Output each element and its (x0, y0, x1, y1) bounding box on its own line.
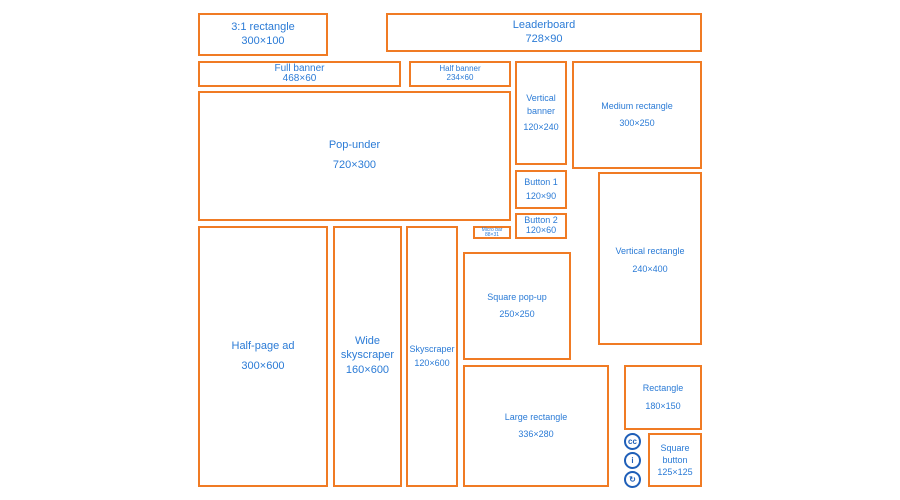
attribution-icon: i (624, 452, 641, 469)
ad-size: 720×300 (332, 159, 377, 171)
ad-skyscraper: Skyscraper 120×600 (406, 226, 458, 487)
ad-size: 240×400 (632, 263, 668, 274)
ad-square-pop-up: Square pop-up 250×250 (463, 252, 571, 360)
ad-button-1: Button 1 120×90 (515, 170, 567, 209)
ad-name: Micro bar (481, 226, 503, 233)
cc-icon: cc (624, 433, 641, 450)
ad-size: 120×90 (525, 190, 557, 201)
ad-button-2: Button 2 120×60 (515, 213, 567, 239)
ad-name: 3:1 rectangle (231, 20, 295, 33)
ad-name: Square pop-up (487, 291, 547, 302)
ad-size: 88×31 (484, 231, 500, 238)
ad-size: 336×280 (518, 429, 554, 439)
cc-label: cc (628, 437, 637, 446)
ad-square-button: Square button 125×125 (648, 433, 702, 487)
ad-name: Half banner (439, 64, 481, 74)
ad-half-banner: Half banner 234×60 (409, 61, 511, 87)
ad-name: Pop-under (328, 139, 381, 152)
ad-size: 160×600 (345, 364, 390, 377)
ad-pop-under: Pop-under 720×300 (198, 91, 511, 221)
ad-full-banner: Full banner 468×60 (198, 61, 401, 87)
ad-name: Full banner (274, 62, 325, 74)
ad-name: Button 2 (524, 215, 558, 226)
attribution-label: i (631, 456, 634, 465)
ad-name: Button 1 (524, 177, 558, 188)
ad-name: Skyscraper (409, 344, 455, 355)
ad-name: Leaderboard (512, 18, 576, 31)
ad-size: 250×250 (499, 309, 535, 319)
ad-name: Vertical banner (526, 93, 556, 117)
ad-size: 120×600 (414, 357, 450, 368)
ad-size: 300×600 (241, 359, 285, 372)
ad-size: 468×60 (282, 73, 317, 84)
ad-name: Vertical rectangle (615, 245, 685, 256)
ad-name: Medium rectangle (601, 100, 673, 111)
ad-half-page: Half-page ad 300×600 (198, 226, 328, 487)
ad-vertical-banner: Vertical banner 120×240 (515, 61, 567, 165)
ad-size: 120×60 (525, 225, 557, 235)
ad-size: 728×90 (525, 32, 563, 45)
ad-3-1-rectangle: 3:1 rectangle 300×100 (198, 13, 328, 56)
ad-name: Rectangle (642, 383, 684, 394)
ad-large-rectangle: Large rectangle 336×280 (463, 365, 609, 487)
share-alike-label: ↻ (629, 475, 636, 484)
ad-size: 300×250 (619, 118, 655, 128)
ad-size: 125×125 (657, 466, 693, 477)
ad-size: 180×150 (645, 400, 681, 411)
ad-leaderboard: Leaderboard 728×90 (386, 13, 702, 52)
ad-name: Large rectangle (504, 411, 568, 422)
ad-vertical-rectangle: Vertical rectangle 240×400 (598, 172, 702, 345)
ad-size: 300×100 (241, 34, 285, 47)
ad-micro-bar: Micro bar 88×31 (473, 226, 511, 239)
ad-wide-skyscraper: Wide skyscraper 160×600 (333, 226, 402, 487)
ad-name: Square button (660, 442, 690, 466)
share-alike-icon: ↻ (624, 471, 641, 488)
ad-name: Half-page ad (231, 339, 295, 352)
ad-size: 120×240 (523, 122, 559, 133)
ad-size: 234×60 (446, 73, 474, 82)
ad-rectangle: Rectangle 180×150 (624, 365, 702, 430)
ad-name: Wide skyscraper (340, 334, 395, 361)
ad-medium-rectangle: Medium rectangle 300×250 (572, 61, 702, 169)
